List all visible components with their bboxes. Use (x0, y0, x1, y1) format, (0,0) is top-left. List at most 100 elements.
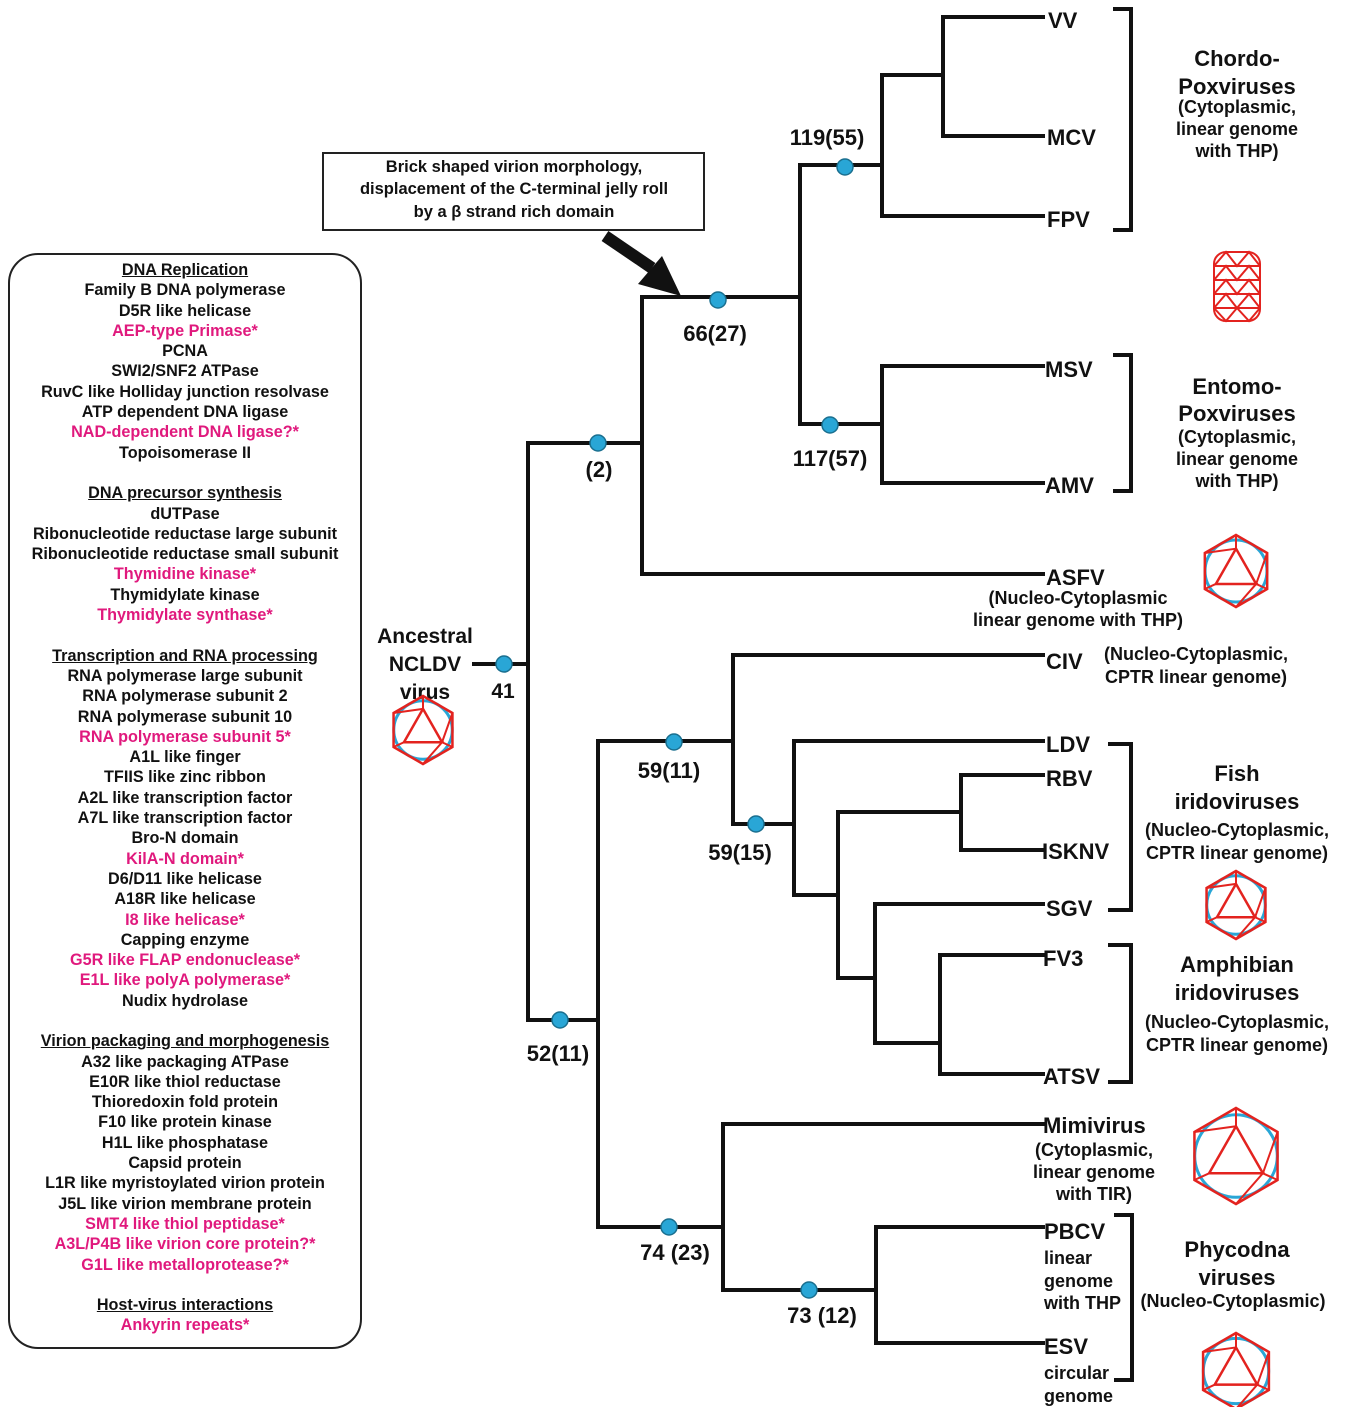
callout: Brick shaped virion morphology, displace… (322, 152, 705, 296)
taxon-esv: ESV (1044, 1334, 1088, 1359)
node-label-59a: 59(11) (638, 758, 700, 783)
gene-item: AEP-type Primase* (112, 321, 258, 340)
fish-note-2: CPTR linear genome) (1146, 843, 1328, 863)
entomo-title-1: Entomo- (1192, 374, 1281, 399)
gene-item: Ribonucleotide reductase large subunit (32, 524, 337, 543)
taxon-asfv: ASFV (1046, 565, 1105, 590)
mimi-note-2: linear genome (1033, 1162, 1155, 1182)
gene-section-heading: Transcription and RNA processing (52, 646, 318, 665)
node-marker (665, 733, 683, 751)
gene-item: F10 like protein kinase (98, 1113, 272, 1132)
entomo-note-3: with THP) (1195, 471, 1279, 491)
pbcv-note-1: linear (1044, 1248, 1092, 1268)
node-label-2: (2) (586, 457, 613, 482)
capsid-icons (392, 533, 1279, 1407)
phyco-title-2: viruses (1198, 1265, 1275, 1290)
gene-item: A1L like finger (129, 748, 241, 767)
arrow-head (638, 256, 681, 296)
esv-note-1: circular (1044, 1363, 1109, 1383)
gene-item: D5R like helicase (118, 301, 252, 320)
gene-item: I8 like helicase* (125, 910, 245, 929)
entomo-note-1: (Cytoplasmic, (1178, 427, 1296, 447)
gene-item: L1R like myristoylated virion protein (45, 1174, 325, 1193)
amphibian-note-2: CPTR linear genome) (1146, 1035, 1328, 1055)
node-marker (589, 434, 607, 452)
fish-note-1: (Nucleo-Cytoplasmic, (1145, 820, 1329, 840)
gene-item: Thioredoxin fold protein (91, 1093, 279, 1112)
gene-item: A2L like transcription factor (77, 788, 293, 807)
taxon-civ: CIV (1046, 649, 1083, 674)
gene-item: E10R like thiol reductase (89, 1072, 281, 1091)
gene-item: RNA polymerase subunit 10 (77, 707, 293, 726)
taxon-fv3: FV3 (1043, 946, 1083, 971)
taxon-fpv: FPV (1047, 207, 1090, 232)
gene-item: TFIIS like zinc ribbon (104, 768, 266, 787)
gene-item: H1L like phosphatase (101, 1133, 269, 1152)
taxon-pbcv: PBCV (1044, 1219, 1105, 1244)
taxon-vv: VV (1048, 8, 1078, 33)
taxon-mcv: MCV (1047, 125, 1096, 150)
gene-item: Ankyrin repeats* (120, 1316, 250, 1335)
gene-item: SMT4 like thiol peptidase* (85, 1214, 285, 1233)
gene-item: ATP dependent DNA ligase (81, 403, 289, 422)
phycodna-capsid-icon (1201, 1331, 1271, 1407)
taxon-sgv: SGV (1046, 896, 1093, 921)
node-labels: 66(27) (2) 119(55) 117(57) 52(11) 59(11)… (527, 125, 868, 1328)
node-marker (709, 291, 727, 309)
gene-item: RNA polymerase subunit 2 (82, 687, 288, 706)
taxon-isknv: ISKNV (1042, 839, 1110, 864)
gene-item: Topoisomerase II (119, 443, 251, 462)
gene-item: NAD-dependent DNA ligase?* (71, 423, 299, 442)
node-marker (800, 1281, 818, 1299)
ancestor-label: Ancestral NCLDV virus 41 (377, 625, 515, 704)
gene-section-heading: Host-virus interactions (96, 1296, 274, 1315)
arrow-shaft (601, 231, 656, 273)
gene-item: KilA-N domain* (126, 849, 244, 868)
clade-brackets (1108, 7, 1134, 1382)
node-marker (551, 1011, 569, 1029)
taxon-msv: MSV (1045, 357, 1093, 382)
gene-item: Thymidine kinase* (113, 565, 257, 584)
gene-item: E1L like polyA polymerase* (79, 971, 291, 990)
node-marker (495, 655, 513, 673)
gene-item: RNA polymerase large subunit (67, 666, 303, 685)
callout-line-1: Brick shaped virion morphology, (386, 158, 642, 176)
callout-line-3: by a β strand rich domain (414, 203, 615, 221)
ancestor-capsid-icon (392, 694, 454, 766)
gene-item: A32 like packaging ATPase (81, 1052, 289, 1071)
node-marker (747, 815, 765, 833)
ancestor-line-3: virus (400, 681, 450, 704)
gene-item: A7L like transcription factor (77, 809, 293, 828)
gene-item: G5R like FLAP endonuclease* (70, 951, 300, 970)
taxon-amv: AMV (1045, 473, 1094, 498)
gene-item: A3L/P4B like virion core protein?* (54, 1235, 316, 1254)
gene-item: Family B DNA polymerase (84, 281, 286, 300)
node-marker (660, 1218, 678, 1236)
gene-item: Bro-N domain (131, 829, 239, 848)
pbcv-note-3: with THP (1043, 1293, 1121, 1313)
group-annotations: Chordo- Poxviruses (Cytoplasmic, linear … (973, 46, 1329, 1406)
pbcv-note-2: genome (1044, 1271, 1113, 1291)
chordo-title-2: Poxviruses (1178, 74, 1295, 99)
phyco-note-1: (Nucleo-Cytoplasmic) (1140, 1291, 1325, 1311)
gene-item: RuvC like Holliday junction resolvase (41, 382, 329, 401)
esv-note-2: genome (1044, 1386, 1113, 1406)
chordo-note-2: linear genome (1176, 119, 1298, 139)
gene-item: Ribonucleotide reductase small subunit (31, 545, 339, 564)
amphibian-note-1: (Nucleo-Cytoplasmic, (1145, 1012, 1329, 1032)
gene-item: Thymidylate kinase (110, 585, 260, 604)
taxon-atsv: ATSV (1043, 1064, 1100, 1089)
iridovirus-capsid-icon (1205, 869, 1267, 941)
gene-item: dUTPase (150, 504, 220, 523)
gene-item: Nudix hydrolase (122, 991, 248, 1010)
gene-item: SWI2/SNF2 ATPase (111, 362, 259, 381)
section-gap (10, 625, 360, 645)
node-marker (821, 416, 839, 434)
node-label-59b: 59(15) (708, 840, 772, 865)
section-gap (10, 1275, 360, 1295)
node-label-74: 74 (23) (640, 1240, 710, 1265)
node-marker (836, 158, 854, 176)
mimi-note-1: (Cytoplasmic, (1035, 1140, 1153, 1160)
